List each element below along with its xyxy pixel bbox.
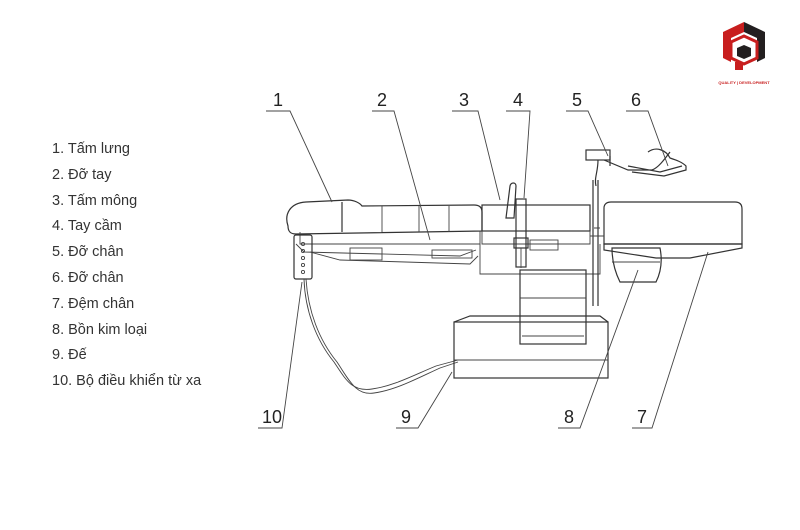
legend-item-remote-control: 10. Bộ điều khiển từ xa [52, 373, 202, 390]
brand-logo: QUALITY | DEVELOPMENT [718, 22, 770, 85]
hip-plate [481, 204, 591, 232]
callout-3: 3 [459, 90, 469, 110]
logo-dark-shape [744, 22, 765, 62]
callout-10: 10 [262, 407, 282, 427]
callout-1: 1 [273, 90, 283, 110]
leg-support-post [592, 180, 599, 306]
legend-item-arm-support: 2. Đỡ tay [52, 166, 112, 183]
callout-8: 8 [564, 407, 574, 427]
legend-item-leg-support-5: 5. Đỡ chân [52, 244, 124, 261]
legend-list: 1. Tấm lưng 2. Đỡ tay 3. Tấm mông 4. Tay… [52, 137, 201, 395]
callout-9: 9 [401, 407, 411, 427]
legend-item-leg-pad: 7. Đệm chân [52, 295, 135, 312]
logo-tagline: QUALITY | DEVELOPMENT [718, 80, 770, 85]
legend-item-back-plate: 1. Tấm lưng [52, 141, 130, 157]
legend-item-hip-plate: 3. Tấm mông [52, 192, 138, 209]
leg-support-boot [603, 151, 683, 173]
back-plate [286, 199, 483, 235]
callout-4: 4 [513, 90, 523, 110]
callout-6: 6 [631, 90, 641, 110]
remote-cable [303, 278, 459, 390]
logo-red-shape [723, 22, 744, 62]
metal-basin [611, 247, 662, 283]
handle [505, 182, 517, 219]
base [453, 321, 609, 379]
callout-7: 7 [637, 407, 647, 427]
remote-control [293, 234, 313, 280]
callout-5: 5 [572, 90, 582, 110]
legend-item-metal-basin: 8. Bồn kim loại [52, 321, 148, 338]
legend-item-handle: 4. Tay cầm [52, 218, 122, 235]
callout-2: 2 [377, 90, 387, 110]
legend-item-base: 9. Đế [52, 347, 87, 364]
legend-item-leg-support-6: 6. Đỡ chân [52, 269, 124, 286]
callout-leaders [258, 110, 709, 429]
column [519, 269, 587, 345]
leg-pad [603, 201, 743, 245]
